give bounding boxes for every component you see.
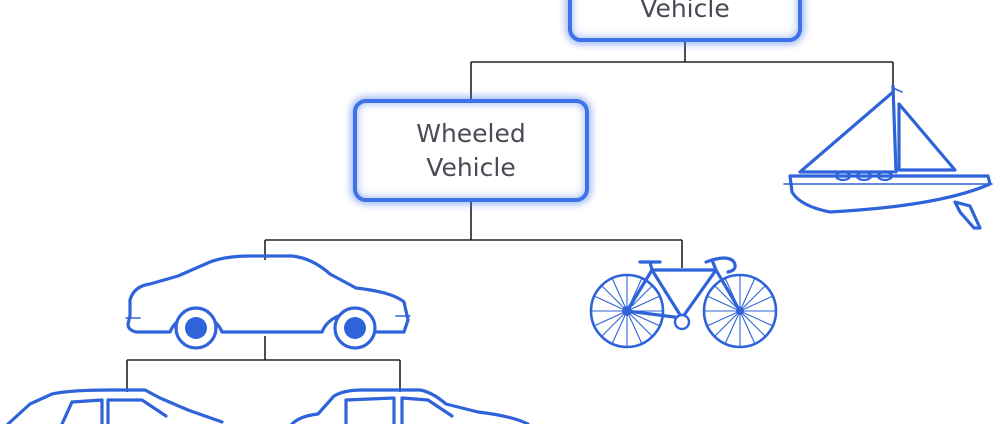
bicycle-icon: [589, 256, 778, 349]
hatchback-car-icon: [6, 388, 224, 424]
saloon-car-icon: [290, 388, 530, 424]
sailboat-icon: [783, 84, 993, 230]
node-wheeled-line2: Vehicle: [426, 152, 516, 182]
node-wheeled-line1: Wheeled: [416, 118, 526, 148]
node-vehicle: Vehicle: [568, 0, 802, 42]
node-wheeled-vehicle: Wheeled Vehicle: [353, 99, 589, 202]
connector-lines: [126, 42, 894, 392]
sedan-car-icon: [125, 254, 411, 350]
node-vehicle-label: Vehicle: [640, 0, 730, 23]
